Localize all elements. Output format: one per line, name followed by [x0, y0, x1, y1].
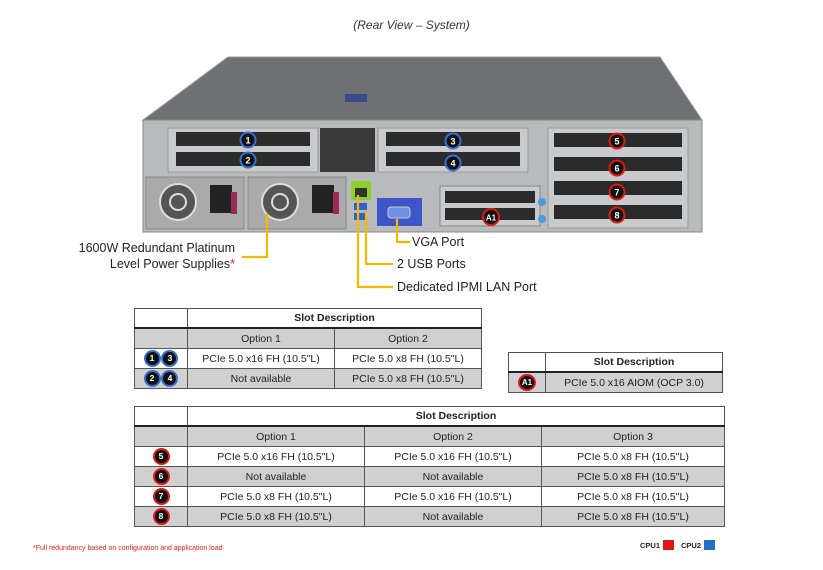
- option-header: Option 3: [541, 425, 725, 447]
- slot-badge: 3: [163, 352, 177, 365]
- center-grille: [320, 128, 375, 172]
- table-cell: PCIe 5.0 x16 FH (10.5"L): [187, 348, 335, 369]
- slot-table-cpu2: Slot Description Option 1 Option 2 1 3 P…: [134, 308, 482, 389]
- slot-badge-3: 3: [444, 132, 462, 150]
- empty-option-cell: [134, 327, 188, 349]
- diagram-title: (Rear View – System): [353, 18, 470, 32]
- slot-badge-5: 5: [608, 132, 626, 150]
- svg-text:6: 6: [614, 164, 619, 174]
- slot-badge-2: 2: [239, 151, 257, 169]
- table-row: 1 3 PCIe 5.0 x16 FH (10.5"L) PCIe 5.0 x8…: [134, 348, 482, 369]
- slot-badges-cell: 2 4: [134, 368, 188, 389]
- slot-badge: A1: [520, 376, 534, 389]
- table-cell: PCIe 5.0 x8 FH (10.5"L): [187, 486, 365, 507]
- cover-latch: [345, 94, 367, 102]
- svg-text:1: 1: [245, 136, 250, 146]
- slot-badge-a1: A1: [482, 208, 500, 226]
- usb-callout-label: 2 USB Ports: [397, 257, 466, 271]
- slot-badges-cell: 8: [134, 506, 188, 527]
- slot-badge-8: 8: [608, 206, 626, 224]
- vga-callout-line: [395, 219, 410, 244]
- empty-header-cell: [134, 308, 188, 329]
- usb-port-1: [354, 203, 367, 210]
- table-cell: PCIe 5.0 x16 FH (10.5"L): [187, 446, 365, 467]
- table-row: 5 PCIe 5.0 x16 FH (10.5"L) PCIe 5.0 x16 …: [134, 446, 725, 467]
- slot-badge: 8: [154, 510, 168, 523]
- slot-badge-6: 6: [608, 159, 626, 177]
- table-cell: Not available: [364, 506, 542, 527]
- slot-table-aiom: Slot Description A1 PCIe 5.0 x16 AIOM (O…: [508, 352, 723, 393]
- table-cell: PCIe 5.0 x8 FH (10.5"L): [541, 486, 725, 507]
- psu-callout-line: [242, 214, 269, 259]
- usb-callout-line: [364, 211, 393, 266]
- table-cell: PCIe 5.0 x8 FH (10.5"L): [334, 348, 482, 369]
- legend-label-cpu1: CPU1: [640, 540, 661, 550]
- empty-header-cell: [134, 406, 188, 427]
- slot-badge-7: 7: [608, 183, 626, 201]
- slot-badges-cell: 7: [134, 486, 188, 507]
- table-header: Slot Description: [187, 406, 725, 427]
- slot-badges-cell: 6: [134, 466, 188, 487]
- svg-text:4: 4: [450, 159, 455, 169]
- table-cell: Not available: [187, 368, 335, 389]
- slot-badge: 1: [145, 352, 159, 365]
- server-rear-illustration: 1 2 3 4 5 6 7 8 A1: [141, 56, 703, 289]
- slot-badge-4: 4: [444, 154, 462, 172]
- svg-text:8: 8: [614, 211, 619, 221]
- ipmi-callout-label: Dedicated IPMI LAN Port: [397, 280, 537, 294]
- table-cell: PCIe 5.0 x16 FH (10.5"L): [364, 486, 542, 507]
- slot-badges-cell: A1: [508, 371, 546, 393]
- option-header: Option 1: [187, 327, 335, 349]
- slot-badge: 6: [154, 470, 168, 483]
- psu-asterisk: *: [230, 257, 235, 271]
- legend-swatch-cpu1: [663, 540, 675, 550]
- svg-text:7: 7: [614, 188, 619, 198]
- option-header: Option 2: [364, 425, 542, 447]
- empty-option-cell: [134, 425, 188, 447]
- slot-badge: 4: [163, 372, 177, 385]
- table-row: 7 PCIe 5.0 x8 FH (10.5"L) PCIe 5.0 x16 F…: [134, 486, 725, 507]
- legend-swatch-cpu2: [704, 540, 716, 550]
- psu-label-line2: Level Power Supplies: [109, 257, 231, 271]
- table-row: A1 PCIe 5.0 x16 AIOM (OCP 3.0): [508, 371, 723, 393]
- psu-callout-label: 1600W Redundant Platinum Level Power Sup…: [40, 240, 235, 272]
- chassis-top-cover: [141, 56, 703, 121]
- table-row: 2 4 Not available PCIe 5.0 x8 FH (10.5"L…: [134, 368, 482, 389]
- ipmi-callout-line: [356, 195, 393, 289]
- vga-callout-label: VGA Port: [412, 235, 465, 249]
- slot-badges-cell: 5: [134, 446, 188, 467]
- cpu-legend: CPU1 CPU2: [640, 540, 716, 550]
- usb-port-2: [354, 213, 367, 220]
- table-cell: PCIe 5.0 x8 FH (10.5"L): [334, 368, 482, 389]
- slot-badge: 2: [145, 372, 159, 385]
- table-header: Slot Description: [545, 352, 723, 373]
- footnote: *Full redundancy based on configuration …: [33, 545, 223, 552]
- table-cell: PCIe 5.0 x8 FH (10.5"L): [187, 506, 365, 527]
- svg-text:5: 5: [614, 137, 619, 147]
- legend-label-cpu2: CPU2: [681, 540, 702, 550]
- table-header: Slot Description: [187, 308, 482, 329]
- slot-badge-1: 1: [239, 131, 257, 149]
- table-cell: PCIe 5.0 x8 FH (10.5"L): [541, 506, 725, 527]
- table-row: 8 PCIe 5.0 x8 FH (10.5"L) Not available …: [134, 506, 725, 527]
- table-cell: PCIe 5.0 x16 FH (10.5"L): [364, 446, 542, 467]
- option-header: Option 2: [334, 327, 482, 349]
- slot-badge: 7: [154, 490, 168, 503]
- slot-badge: 5: [154, 450, 168, 463]
- table-row: 6 Not available Not available PCIe 5.0 x…: [134, 466, 725, 487]
- svg-text:3: 3: [450, 137, 455, 147]
- table-cell: PCIe 5.0 x8 FH (10.5"L): [541, 446, 725, 467]
- svg-text:A1: A1: [486, 214, 497, 223]
- table-cell: PCIe 5.0 x8 FH (10.5"L): [541, 466, 725, 487]
- table-cell: PCIe 5.0 x16 AIOM (OCP 3.0): [545, 371, 723, 393]
- slot-badges-cell: 1 3: [134, 348, 188, 369]
- empty-header-cell: [508, 352, 546, 373]
- table-cell: Not available: [187, 466, 365, 487]
- table-cell: Not available: [364, 466, 542, 487]
- svg-text:2: 2: [245, 156, 250, 166]
- option-header: Option 1: [187, 425, 365, 447]
- psu-label-line1: 1600W Redundant Platinum: [78, 241, 235, 255]
- slot-table-cpu1: Slot Description Option 1 Option 2 Optio…: [134, 406, 725, 527]
